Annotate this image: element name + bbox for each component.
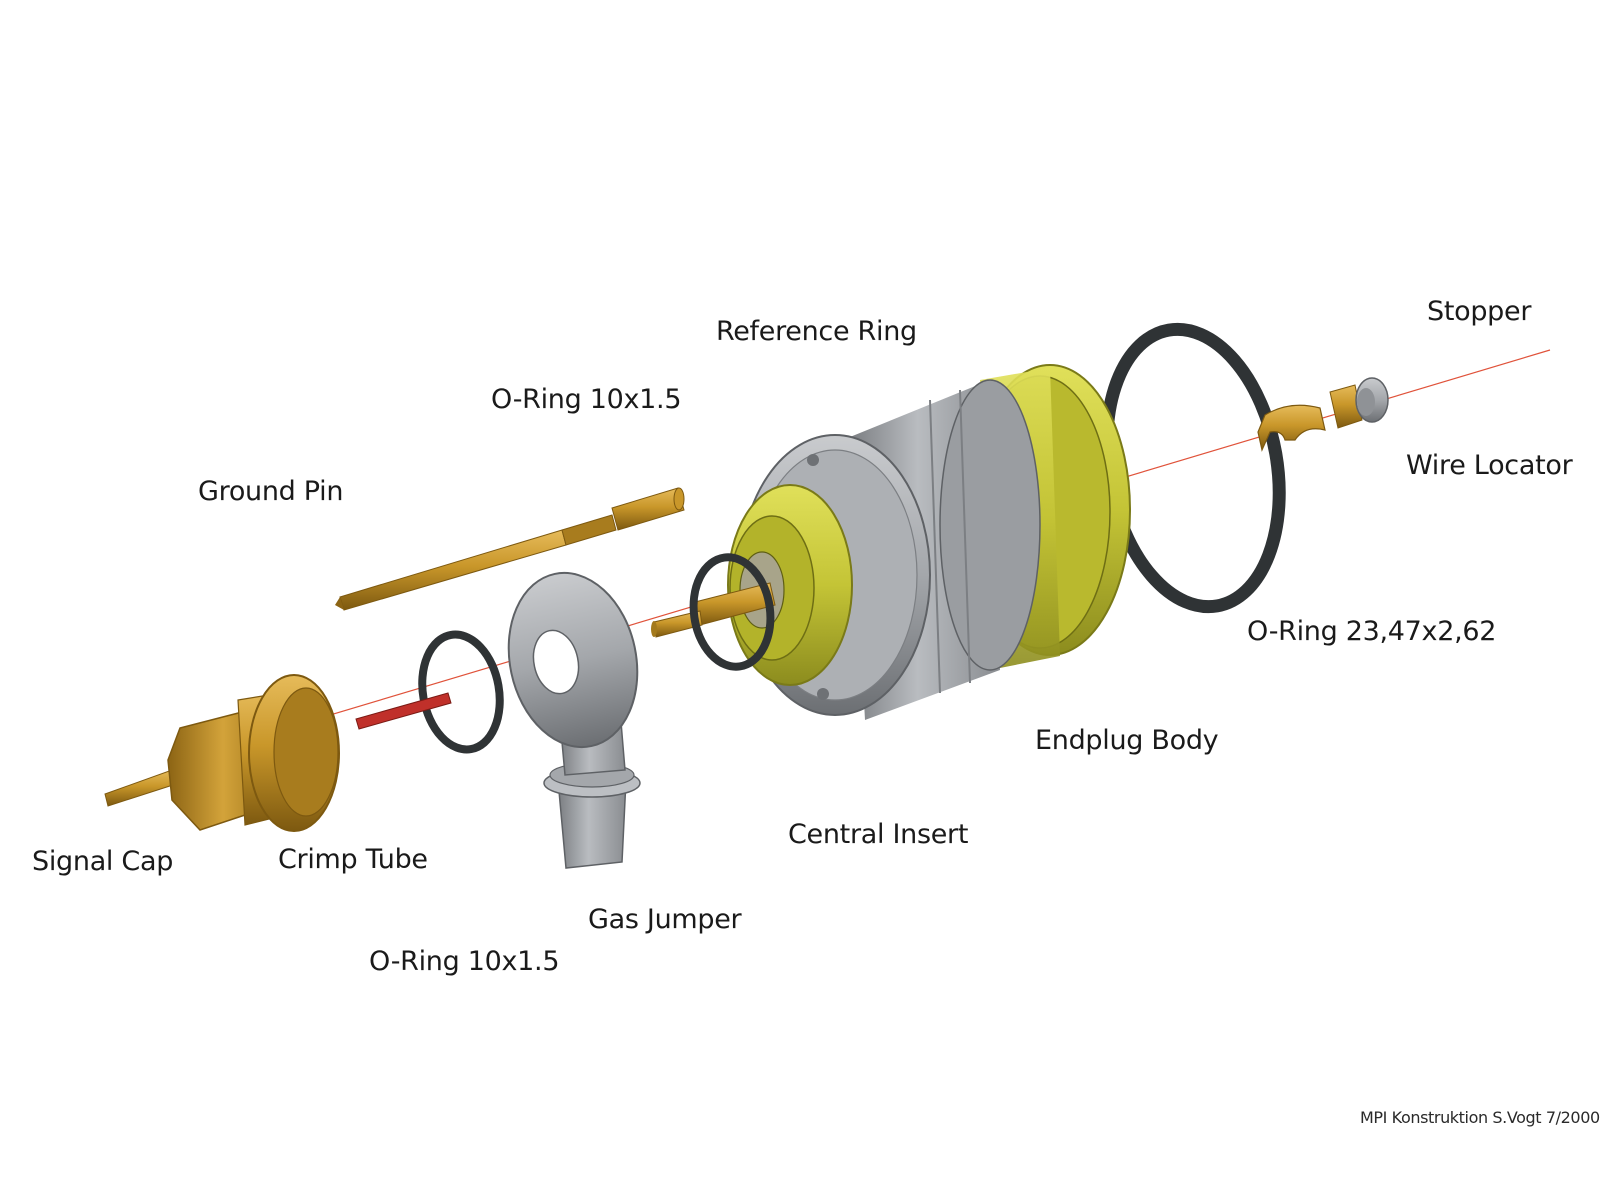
label-stopper: Stopper xyxy=(1427,296,1532,327)
o-ring-bottom-part xyxy=(418,630,504,754)
wire-locator-part xyxy=(1257,384,1363,452)
label-ground-pin: Ground Pin xyxy=(198,476,344,507)
label-signal-cap: Signal Cap xyxy=(32,846,174,877)
label-o-ring-large: O-Ring 23,47x2,62 xyxy=(1247,616,1497,647)
crimp-tube-part xyxy=(355,692,452,730)
stopper-part xyxy=(1355,377,1389,423)
ground-pin-part xyxy=(335,487,685,611)
label-reference-ring: Reference Ring xyxy=(716,316,917,347)
label-gas-jumper: Gas Jumper xyxy=(588,904,742,935)
label-central-insert: Central Insert xyxy=(788,819,969,850)
label-crimp-tube: Crimp Tube xyxy=(278,844,428,875)
credit-text: MPI Konstruktion S.Vogt 7/2000 xyxy=(1360,1108,1600,1127)
o-ring-top-part xyxy=(689,553,775,671)
label-o-ring-bottom: O-Ring 10x1.5 xyxy=(369,946,560,977)
gas-jumper-part xyxy=(507,571,641,869)
label-endplug-body: Endplug Body xyxy=(1035,725,1219,756)
central-insert-part xyxy=(727,484,853,686)
label-wire-locator: Wire Locator xyxy=(1406,450,1573,481)
label-o-ring-top: O-Ring 10x1.5 xyxy=(491,384,682,415)
signal-cap-part xyxy=(104,674,340,832)
